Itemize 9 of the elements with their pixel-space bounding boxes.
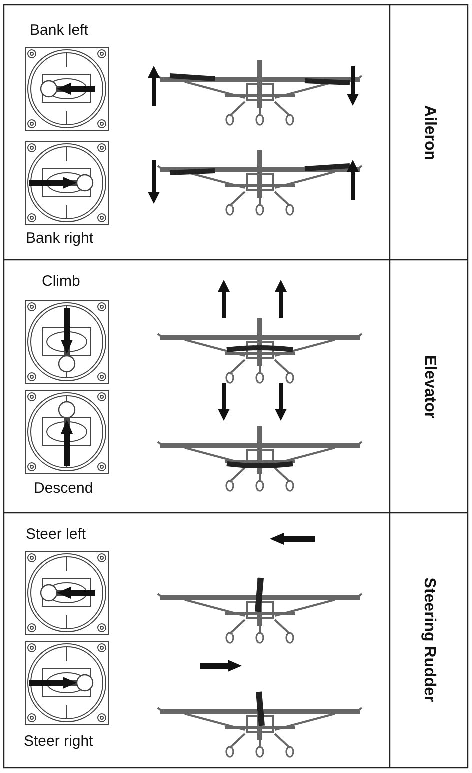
stick-caption: Steer left <box>26 526 86 543</box>
section-heading: Steering Rudder <box>420 578 438 702</box>
stick-caption: Bank right <box>26 230 94 247</box>
stick-caption: Descend <box>34 480 94 497</box>
section-heading: Elevator <box>420 355 438 419</box>
stick-caption: Steer right <box>24 733 94 750</box>
stick-caption: Bank left <box>30 22 88 39</box>
stick-caption: Climb <box>42 273 80 290</box>
section-heading: Aileron <box>420 105 438 161</box>
